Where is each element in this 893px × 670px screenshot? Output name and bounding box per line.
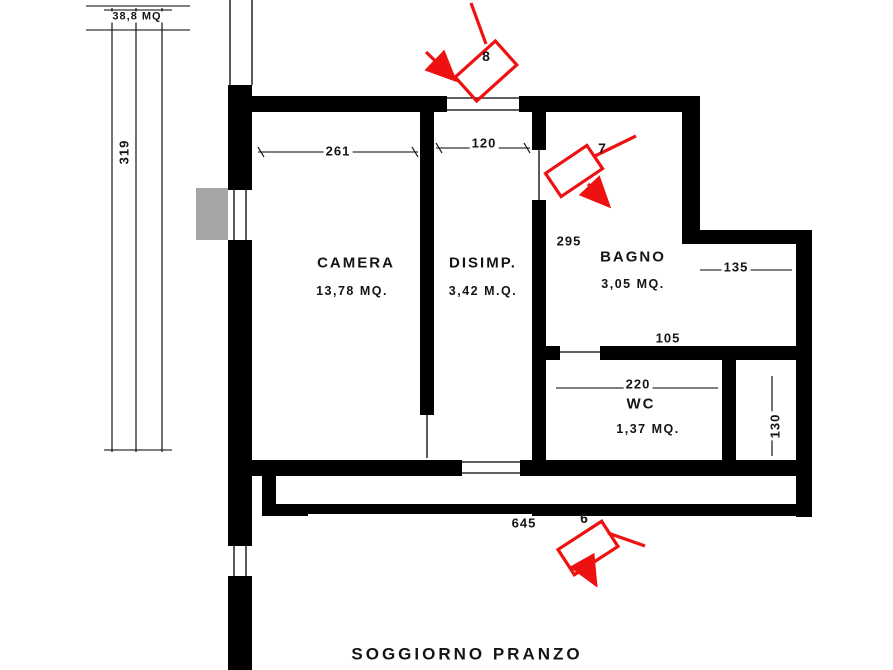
marker-number-7: 7 — [598, 140, 606, 156]
wall-wc-right — [722, 360, 736, 462]
photo-marker-8 — [424, 2, 520, 104]
wall-left — [228, 85, 252, 670]
wall-disimp-wc-lower — [532, 200, 546, 462]
thin-lines-layer — [229, 0, 600, 576]
marker-7-line — [594, 134, 637, 158]
wall-top-right-seg — [519, 96, 700, 112]
dim-tick — [411, 146, 419, 158]
marker-6-line — [607, 531, 646, 548]
camera-position-6 — [555, 519, 621, 577]
walls-layer — [228, 85, 812, 670]
room-area-wc: 1,37 MQ. — [614, 421, 682, 436]
window-gap-lower — [226, 546, 254, 576]
room-area-bagno: 3,05 MQ. — [599, 276, 667, 291]
dim-bagno-right: 135 — [721, 259, 751, 275]
wall-camera-disimp — [420, 112, 434, 415]
dim-tick — [435, 142, 443, 154]
wall-disimp-bagno-upper — [532, 112, 546, 150]
camera-position-8 — [452, 38, 520, 104]
wall-bottom1-right — [520, 460, 812, 476]
photo-marker-6 — [555, 519, 646, 588]
room-label-bagno: BAGNO — [598, 248, 668, 266]
wall-stub-left — [262, 476, 276, 504]
dim-tick — [523, 142, 531, 154]
wall-bump-top — [694, 230, 812, 244]
view-direction-arrow-8 — [424, 49, 458, 83]
room-label-wc: WC — [624, 395, 658, 413]
wall-top-left-seg — [252, 96, 447, 112]
room-label-camera: CAMERA — [315, 254, 397, 272]
pilaster-block — [196, 188, 228, 240]
wall-right-upper — [682, 96, 700, 244]
dim-wc-width: 220 — [623, 376, 653, 392]
dim-mid-width: 105 — [653, 330, 683, 346]
room-area-disimp: 3,42 M.Q. — [446, 283, 520, 298]
marker-number-8: 8 — [482, 48, 490, 64]
view-direction-arrow-6 — [569, 552, 598, 588]
window-gap-upper — [226, 190, 254, 240]
dim-corridor-height: 130 — [767, 411, 783, 441]
room-area-camera: 13,78 MQ. — [314, 283, 390, 298]
total-area-label: 38,8 MQ — [110, 10, 164, 23]
room-label-soggiorno: SOGGIORNO PRANZO — [351, 644, 583, 664]
erased-area — [308, 514, 532, 642]
wall-right-outer — [796, 230, 812, 517]
marker-8-line — [469, 2, 488, 45]
view-direction-arrow-7 — [578, 175, 612, 209]
dim-camera-width: 261 — [323, 143, 353, 159]
dim-bagno-depth: 295 — [554, 233, 584, 249]
wall-mid-right-seg — [600, 346, 812, 360]
dim-tick — [257, 146, 265, 158]
wall-openings — [196, 188, 254, 576]
dim-left-height: 319 — [116, 137, 132, 167]
room-label-disimp: DISIMP. — [447, 254, 519, 272]
photo-marker-7 — [543, 134, 637, 209]
wall-bottom1-left — [228, 460, 462, 476]
dim-door-top: 120 — [469, 135, 499, 151]
wall-bottom2 — [262, 504, 812, 516]
dim-opening-width: 645 — [509, 515, 539, 531]
marker-number-6: 6 — [580, 510, 588, 526]
